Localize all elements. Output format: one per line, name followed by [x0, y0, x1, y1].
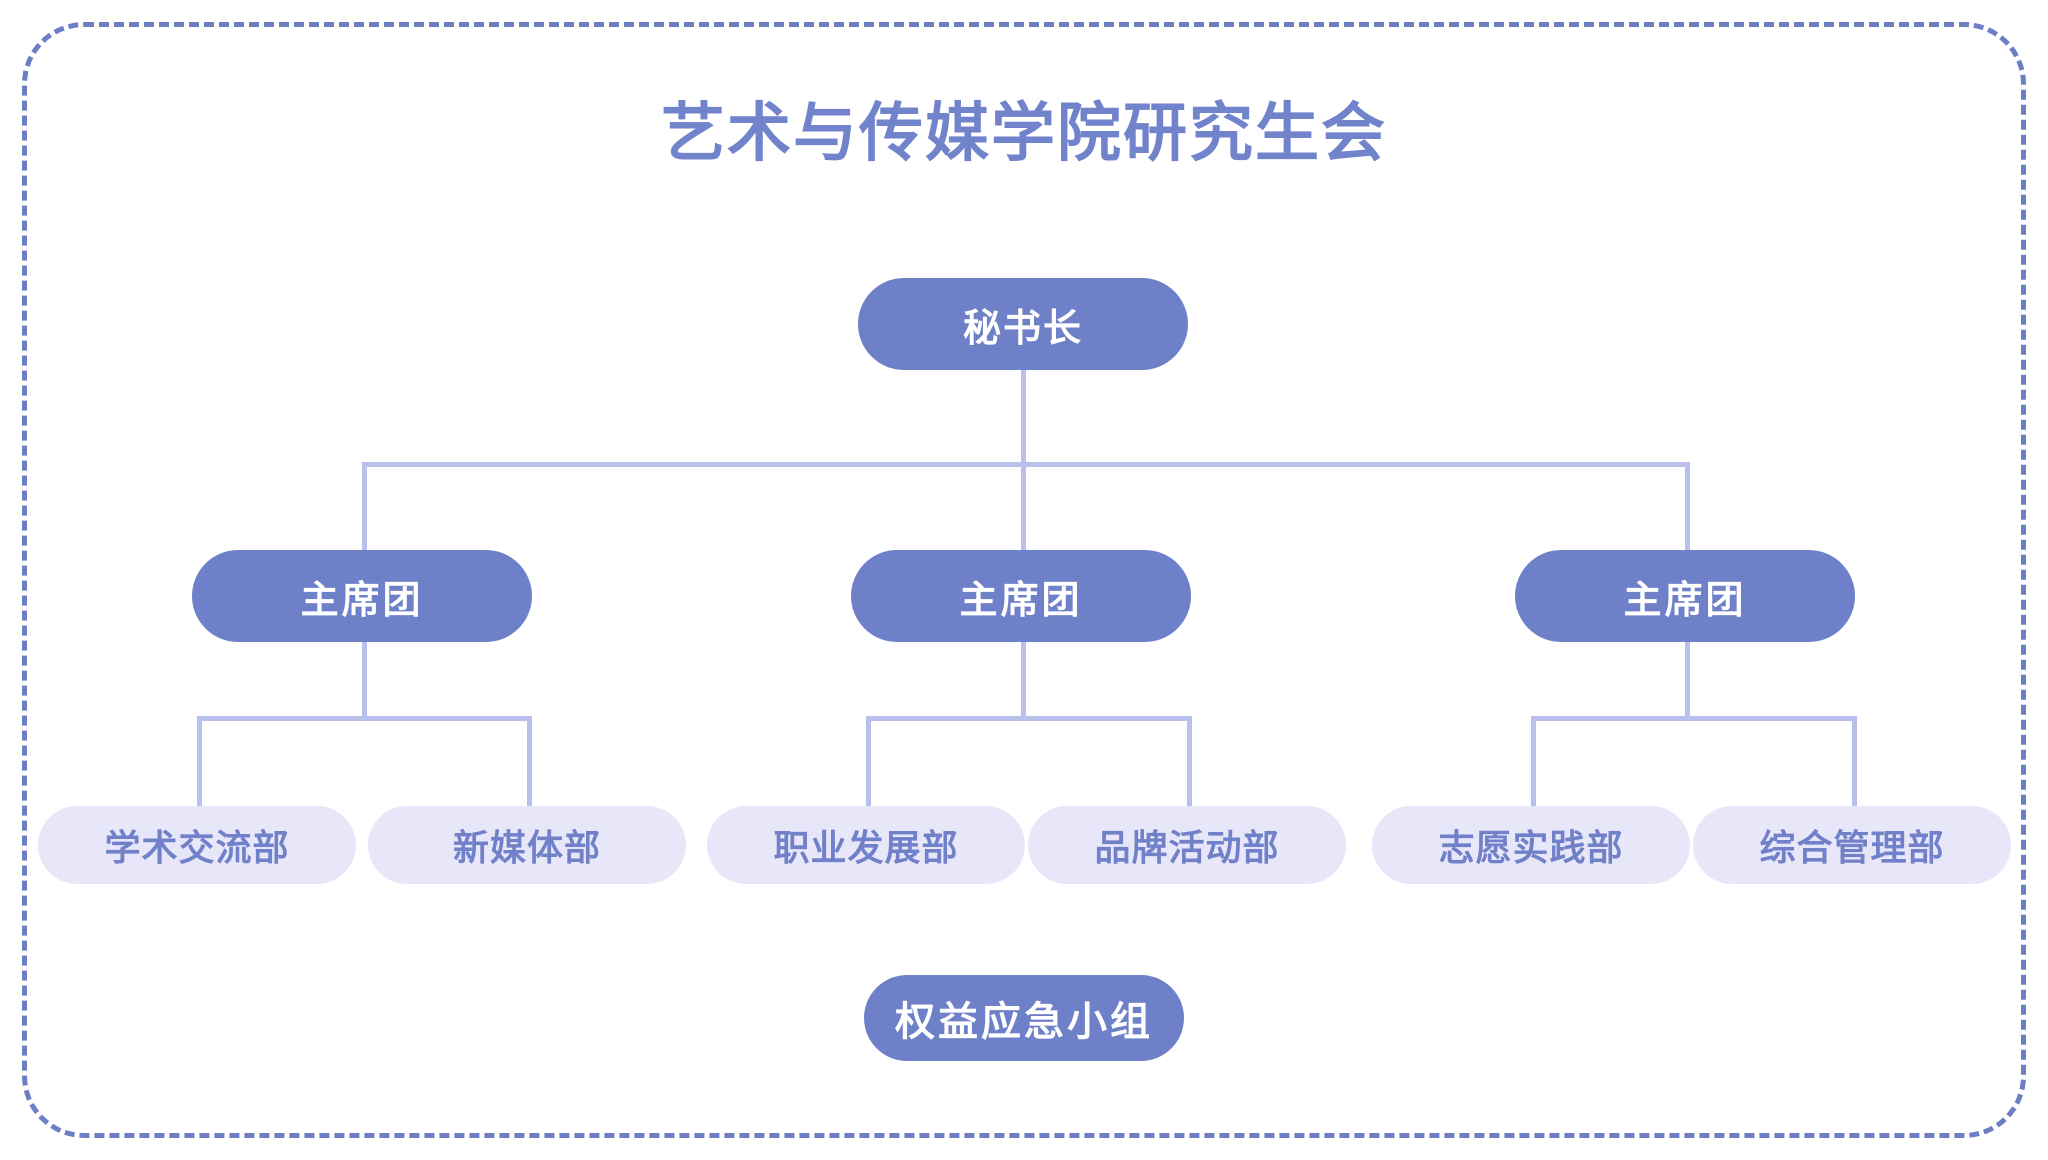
node-secretary-general[interactable]: 秘书长 — [858, 278, 1188, 370]
connector-drop-mid2 — [1021, 462, 1026, 550]
connector-drop-mid1 — [362, 462, 367, 550]
node-career-development-dept[interactable]: 职业发展部 — [707, 806, 1025, 884]
node-brand-activity-dept[interactable]: 品牌活动部 — [1028, 806, 1346, 884]
node-volunteer-practice-dept[interactable]: 志愿实践部 — [1372, 806, 1690, 884]
connector-root-bar — [362, 462, 1690, 467]
connector-mid1-bar — [197, 716, 532, 721]
node-academic-exchange-dept[interactable]: 学术交流部 — [38, 806, 356, 884]
connector-drop-mid3 — [1685, 462, 1690, 550]
connector-root-stem — [1021, 370, 1026, 462]
connector-drop-leaf3 — [866, 716, 871, 806]
connector-mid1-stem — [362, 640, 367, 716]
connector-drop-leaf5 — [1531, 716, 1536, 806]
connector-mid2-stem — [1021, 640, 1026, 716]
node-presidium-2[interactable]: 主席团 — [851, 550, 1191, 642]
connector-drop-leaf2 — [527, 716, 532, 806]
node-general-management-dept[interactable]: 综合管理部 — [1693, 806, 2011, 884]
connector-mid3-stem — [1685, 640, 1690, 716]
page-title: 艺术与传媒学院研究生会 — [661, 97, 1387, 169]
connector-mid2-bar — [866, 716, 1192, 721]
node-rights-emergency-group[interactable]: 权益应急小组 — [864, 975, 1184, 1061]
node-presidium-3[interactable]: 主席团 — [1515, 550, 1855, 642]
node-new-media-dept[interactable]: 新媒体部 — [368, 806, 686, 884]
connector-drop-leaf1 — [197, 716, 202, 806]
connector-drop-leaf4 — [1187, 716, 1192, 806]
node-presidium-1[interactable]: 主席团 — [192, 550, 532, 642]
connector-drop-leaf6 — [1852, 716, 1857, 806]
connector-mid3-bar — [1531, 716, 1857, 721]
